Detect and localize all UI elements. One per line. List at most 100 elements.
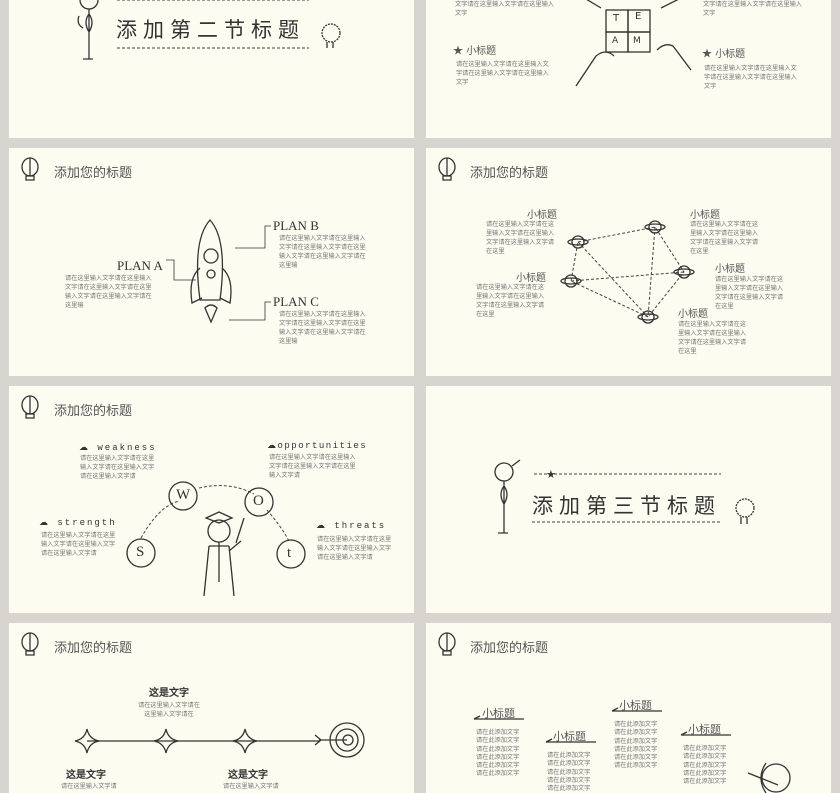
planet-icon xyxy=(673,265,695,279)
item-text: 请在这里输入文字请在这里输入文字请在这里输入文字请在这里输入文字请在这里 xyxy=(690,221,759,255)
timeline-text: 请在这里输入文字请 xyxy=(61,783,117,790)
text-top-right: 文字请在这里输入文字请在这里输入文字 xyxy=(703,1,802,17)
slide-timeline[interactable]: 添加您的标题 这是文字 请在这里输入文字请在这里输入文字请在 这是文字 请在这里… xyxy=(9,623,414,793)
timeline-subtitle: 这是文字 xyxy=(149,688,189,699)
sheep xyxy=(321,23,341,48)
text-right: 请在这里输入文字请在这里输入文字请在这里输入文字请在这里输入文字 xyxy=(704,65,797,90)
planet-icon: ☁ xyxy=(39,518,58,528)
rocket-icon xyxy=(166,219,271,324)
planet-icon: ☁ xyxy=(267,441,278,451)
swot-text: 请在这里输入文字请在这里输入文字请在这里输入文字请在这里输入文字请 xyxy=(80,455,155,480)
puzzle-letter: M xyxy=(633,36,641,46)
item-subtitle: 小标题 xyxy=(690,210,720,221)
planet-icon xyxy=(560,274,582,288)
slide-header: 添加您的标题 xyxy=(470,166,549,181)
balloon-icon xyxy=(21,632,39,656)
item-subtitle: 小标题 xyxy=(527,210,557,221)
slide-team[interactable]: 文字请在这里输入文字请在这里输入文字 ★ 小标题 请在这里输入文字请在这里输入文… xyxy=(426,0,831,138)
puzzle-letter: E xyxy=(635,11,642,22)
subtitle-left: ★ 小标题 xyxy=(453,46,497,57)
item-subtitle: 小标题 xyxy=(516,273,546,284)
item-text: 请在此添加文字请在此添加文字请在此添加文字请在此添加文字请在此添加文字 xyxy=(547,752,591,793)
stick-figure xyxy=(494,459,521,534)
plan-c-label: PLAN C xyxy=(273,294,319,309)
balloon-icon xyxy=(21,157,39,181)
item-subtitle: 小标题 xyxy=(678,309,708,320)
swot-label-strength: ☁ strength xyxy=(39,518,117,528)
planet-icon xyxy=(637,310,659,324)
slide-section-2[interactable]: 添加第二节标题 xyxy=(9,0,414,138)
timeline-subtitle: 这是文字 xyxy=(66,770,106,781)
swot-text: 请在这里输入文字请在这里输入文字请在这里输入文字请在这里输入文字请 xyxy=(269,454,356,479)
slide-arrows[interactable]: 添加您的标题 小标题 请在此添加文字请在此添加文字请在此添加文字请在此添加文字请… xyxy=(426,623,831,793)
item-text: 请在这里输入文字请在这里输入文字请在这里输入文字请在这里输入文字请在这里 xyxy=(678,321,747,355)
section-title: 添加第二节标题 xyxy=(116,18,305,42)
item-text: 请在这里输入文字请在这里输入文字请在这里输入文字请在这里输入文字请在这里 xyxy=(486,221,555,255)
slide-header: 添加您的标题 xyxy=(54,404,133,419)
swot-label-weakness: ☁ weakness xyxy=(79,443,157,453)
slide-header: 添加您的标题 xyxy=(54,166,133,181)
balloon-icon xyxy=(21,395,39,419)
slide-plans[interactable]: 添加您的标题 PLAN B 请在这里输入文字请在这里输入文字请在这里输入文字请在… xyxy=(9,148,414,376)
swot-label-opportunities: ☁opportunities xyxy=(267,441,368,451)
target-icon xyxy=(314,722,365,758)
archer xyxy=(747,762,791,793)
planet-icon: ☁ xyxy=(79,443,98,453)
plan-c-text: 请在这里输入文字请在这里输入文字请在这里输入文字请在这里输入文字请在这里输入文字… xyxy=(279,311,366,345)
star-icon: ★ xyxy=(546,468,556,481)
planet-icon xyxy=(567,235,589,249)
item-text: 请在此添加文字请在此添加文字请在此添加文字请在此添加文字请在此添加文字请在此添加… xyxy=(614,721,658,770)
swot-letter: O xyxy=(253,493,264,509)
balloon-icon xyxy=(438,632,456,656)
plan-b-text: 请在这里输入文字请在这里输入文字请在这里输入文字请在这里输入文字请在这里输入文字… xyxy=(279,235,366,269)
sheep xyxy=(735,498,755,524)
item-text: 请在此添加文字请在此添加文字请在此添加文字请在此添加文字请在此添加文字请在此添加… xyxy=(476,729,520,778)
plan-a-text: 请在这里输入文字请在这里输入文字请在这里输入文字请在这里输入文字请在这里输入文字… xyxy=(65,275,152,309)
slide-header: 添加您的标题 xyxy=(470,641,549,656)
slide-swot[interactable]: 添加您的标题 W O S t ☁ weakness 请在这里输入文字请在这里输入… xyxy=(9,386,414,613)
stick-figure xyxy=(77,0,99,60)
swot-diagram xyxy=(126,481,306,597)
text-left: 请在这里输入文字请在这里输入文字请在这里输入文字请在这里输入文字 xyxy=(456,61,549,86)
dashed-line-bottom xyxy=(117,47,309,49)
dashed-line-top: ★ xyxy=(534,468,721,481)
item-text: 请在此添加文字请在此添加文字请在此添加文字请在此添加文字请在此添加文字 xyxy=(683,745,727,786)
section-title: 添加第三节标题 xyxy=(532,494,721,518)
plan-b-label: PLAN B xyxy=(273,218,319,233)
planet-icon xyxy=(644,220,666,234)
swot-letter: t xyxy=(287,545,292,561)
item-text: 请在这里输入文字请在这里输入文字请在这里输入文字请在这里输入文字请在这里 xyxy=(476,284,545,318)
slide-header: 添加您的标题 xyxy=(54,641,133,656)
arrow-lines xyxy=(473,707,791,793)
swot-letter: S xyxy=(136,544,145,560)
timeline xyxy=(74,722,365,758)
star-icon: ★ xyxy=(702,49,712,60)
timeline-text: 请在这里输入文字请 xyxy=(223,783,279,790)
planet-icon: ☁ xyxy=(316,521,335,531)
timeline-text: 请在这里输入文字请在这里输入文字请在 xyxy=(138,702,200,718)
puzzle-letter: A xyxy=(612,36,619,46)
swot-text: 请在这里输入文字请在这里输入文字请在这里输入文字请在这里输入文字请 xyxy=(41,532,116,557)
balloon-icon xyxy=(438,157,456,181)
team-puzzle-hands xyxy=(575,0,692,87)
timeline-subtitle: 这是文字 xyxy=(228,770,268,781)
swot-text: 请在这里输入文字请在这里输入文字请在这里输入文字请在这里输入文字请 xyxy=(317,536,392,561)
stick-figure xyxy=(203,511,245,597)
dashed-line-bottom xyxy=(532,521,721,523)
text-top-left: 文字请在这里输入文字请在这里输入文字 xyxy=(455,1,554,17)
plan-a-label: PLAN A xyxy=(117,258,163,273)
item-subtitle: 小标题 xyxy=(688,723,721,736)
item-subtitle: 小标题 xyxy=(553,730,586,743)
planet-network xyxy=(560,220,695,324)
item-subtitle: 小标题 xyxy=(482,707,515,720)
swot-letter: W xyxy=(176,487,191,503)
item-subtitle: 小标题 xyxy=(619,699,652,712)
item-text: 请在这里输入文字请在这里输入文字请在这里输入文字请在这里输入文字请在这里 xyxy=(715,276,784,310)
puzzle-letter: T xyxy=(613,13,620,24)
swot-label-threats: ☁ threats xyxy=(316,521,387,531)
slide-section-3[interactable]: ★ 添加第三节标题 xyxy=(426,386,831,613)
subtitle-right: ★ 小标题 xyxy=(702,49,746,60)
star-icon: ★ xyxy=(453,46,463,57)
slide-network[interactable]: 添加您的标题 小标题 请在这里输入文字请在这里输入文字请在这里输入文字请在这里输… xyxy=(426,148,831,376)
item-subtitle: 小标题 xyxy=(715,264,745,275)
